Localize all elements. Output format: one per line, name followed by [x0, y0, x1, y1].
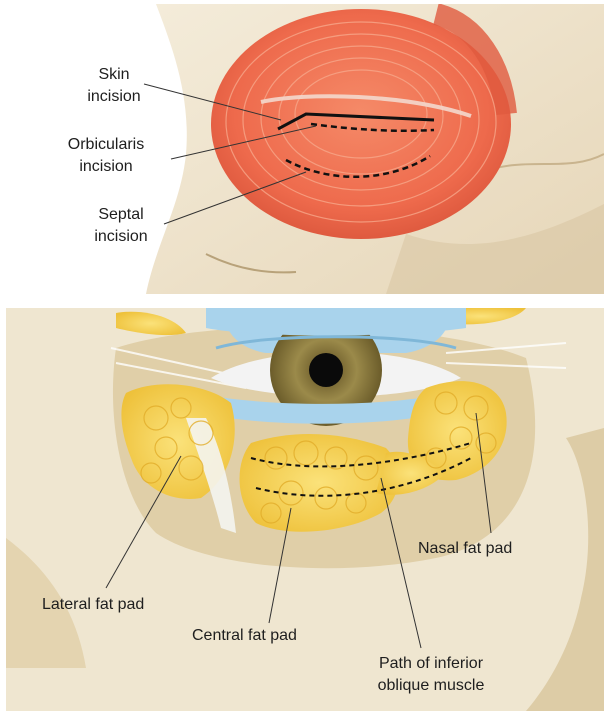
- bottom-illustration-panel: Lateral fat pad Central fat pad Nasal fa…: [6, 308, 604, 711]
- nasal-fat-pad-label: Nasal fat pad: [418, 538, 512, 560]
- pupil: [309, 353, 343, 387]
- central-fat-pad-label: Central fat pad: [192, 625, 297, 647]
- lateral-fat-pad-label: Lateral fat pad: [42, 594, 144, 616]
- orbital-fat-pads-illustration: [6, 308, 604, 711]
- inferior-oblique-path-label: Path of inferior oblique muscle: [361, 653, 501, 697]
- top-illustration-panel: Skin incision Orbicularis incision Septa…: [6, 4, 604, 294]
- orbicularis-incision-label: Orbicularis incision: [51, 134, 161, 178]
- skin-incision-label: Skin incision: [74, 64, 154, 108]
- septal-incision-label: Septal incision: [76, 204, 166, 248]
